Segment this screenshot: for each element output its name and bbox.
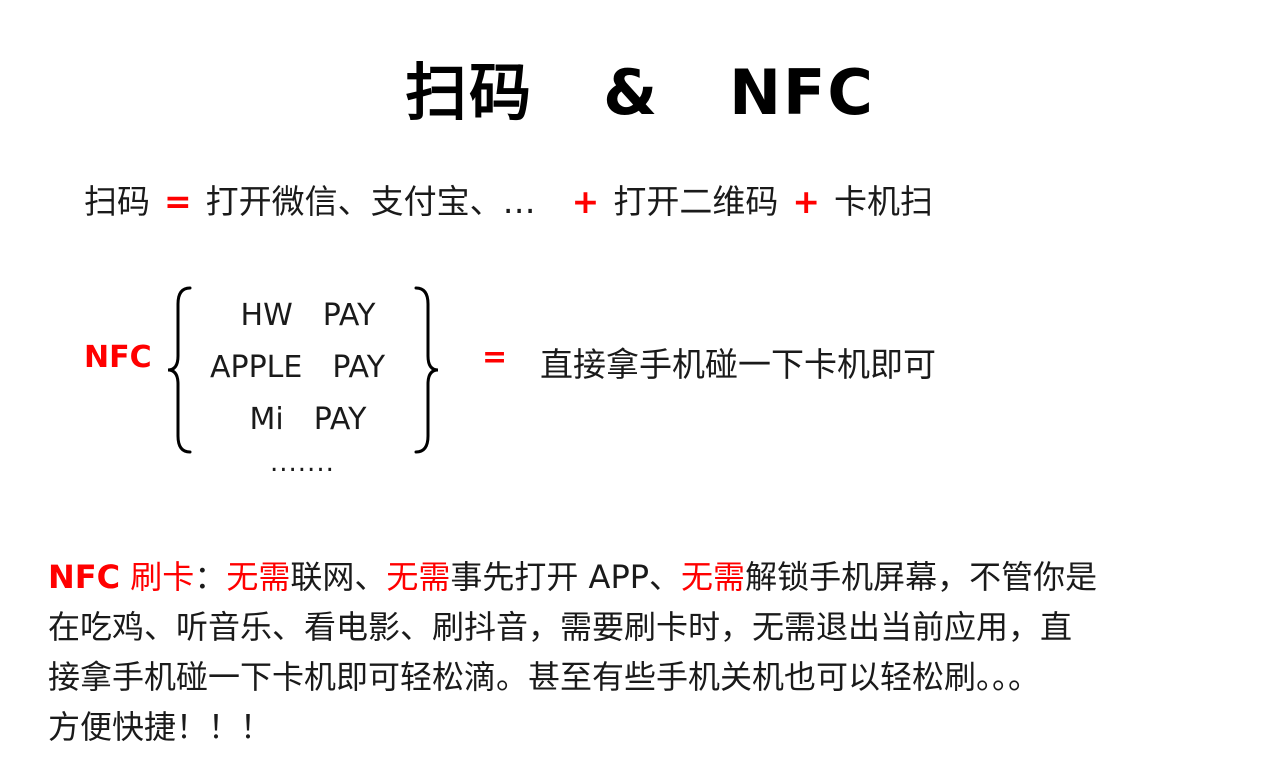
description-colon: ： — [194, 558, 227, 596]
no-need-2: 无需 — [386, 558, 451, 596]
description-lead: NFC — [48, 558, 121, 596]
pay-item-mi: Mi PAY — [249, 402, 367, 437]
description-text-1: 联网、 — [290, 558, 387, 596]
nfc-description: NFC 刷卡：无需联网、无需事先打开 APP、无需解锁手机屏幕，不管你是 在吃鸡… — [48, 552, 1248, 752]
scan-step-open-app: 打开微信、支付宝、… — [205, 182, 536, 221]
pay-item-more: ....... — [270, 448, 335, 478]
scan-equals: = — [164, 182, 192, 221]
description-line-4: 方便快捷！！！ — [48, 708, 273, 746]
title-right: NFC — [729, 56, 875, 129]
pay-item-apple: APPLE PAY — [209, 350, 386, 385]
description-line-3: 接拿手机碰一下卡机即可轻松滴。甚至有些手机关机也可以轻松刷。。。 — [48, 658, 1041, 696]
description-line-1: NFC 刷卡：无需联网、无需事先打开 APP、无需解锁手机屏幕，不管你是 — [48, 552, 1248, 602]
scan-formula: 扫码 = 打开微信、支付宝、… + 打开二维码 + 卡机扫 — [84, 175, 933, 223]
scan-plus-1: + — [571, 182, 600, 221]
page-title: 扫码&NFC — [0, 42, 1280, 132]
description-lead-cn: 刷卡 — [130, 558, 195, 596]
no-need-3: 无需 — [681, 558, 746, 596]
description-text-2: 事先打开 APP、 — [450, 558, 682, 596]
pay-item-hw: HW PAY — [240, 298, 376, 333]
right-brace-icon — [414, 286, 439, 454]
no-need-1: 无需 — [226, 558, 291, 596]
left-brace-icon — [167, 286, 192, 454]
scan-step-open-qr: 打开二维码 — [613, 182, 779, 221]
scan-label: 扫码 — [84, 182, 150, 221]
scan-plus-2: + — [792, 182, 820, 221]
nfc-equals: = — [482, 340, 508, 375]
scan-step-terminal: 卡机扫 — [833, 182, 933, 221]
nfc-label: NFC — [84, 340, 152, 375]
title-left: 扫码 — [405, 56, 534, 129]
nfc-result: 直接拿手机碰一下卡机即可 — [540, 345, 936, 384]
description-text-3: 解锁手机屏幕，不管你是 — [745, 558, 1098, 596]
description-line-2: 在吃鸡、听音乐、看电影、刷抖音，需要刷卡时，无需退出当前应用，直 — [48, 608, 1073, 646]
title-ampersand: & — [603, 56, 660, 129]
